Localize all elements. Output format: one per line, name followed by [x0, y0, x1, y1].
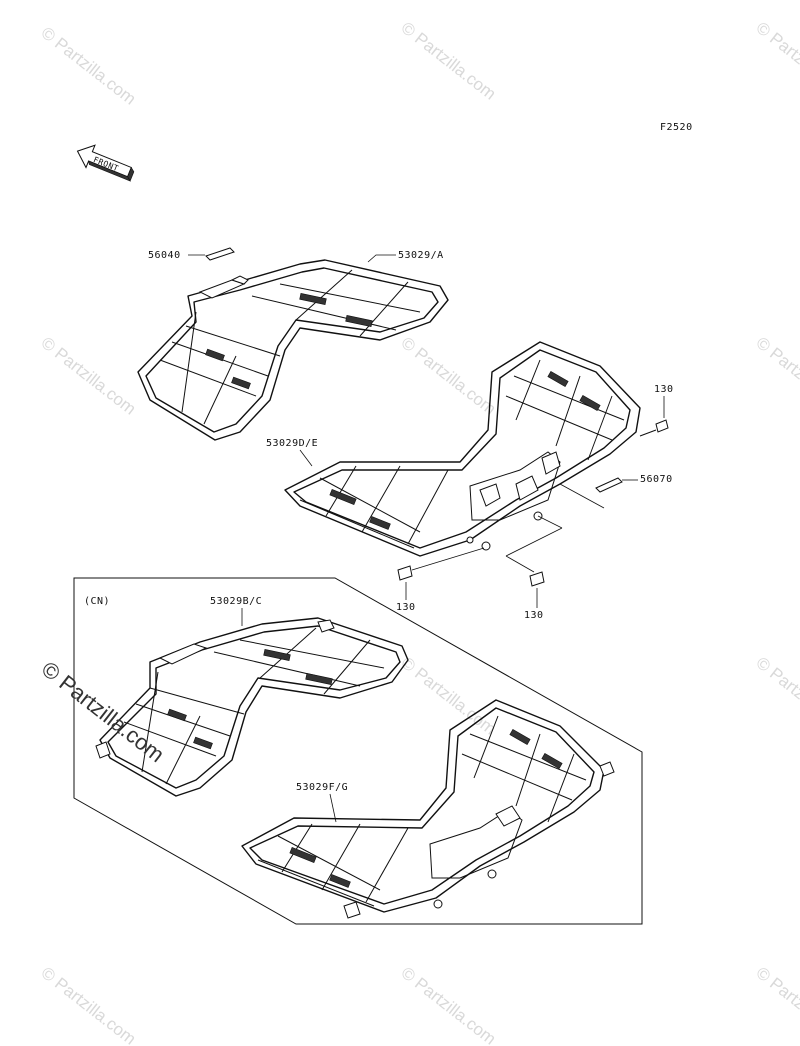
watermark: © Partzilla.com — [753, 963, 800, 1046]
reflector-56070-icon — [595, 477, 623, 493]
callout-56040: 56040 — [148, 250, 181, 261]
watermark: © Partzilla.com — [38, 333, 140, 419]
callout-53029fg: 53029F/G — [296, 782, 348, 793]
callout-130-left: 130 — [396, 602, 416, 613]
front-arrow-icon: FRONT — [76, 144, 135, 182]
watermark-layer: © Partzilla.com © Partzilla.com © Partzi… — [38, 18, 800, 1046]
watermark: © Partzilla.com — [398, 18, 500, 104]
callout-130-right: 130 — [654, 384, 674, 395]
callout-53029de: 53029D/E — [266, 438, 318, 449]
watermark: © Partzilla.com — [398, 653, 500, 739]
watermark: © Partzilla.com — [753, 653, 800, 739]
watermark: © Partzilla.com — [398, 333, 500, 419]
bolt-130-left-icon — [397, 565, 413, 581]
rear-rack-53029de — [284, 341, 641, 557]
watermark: © Partzilla.com — [753, 333, 800, 419]
callout-130-bottom: 130 — [524, 610, 544, 621]
reflector-56040-icon — [205, 247, 235, 261]
watermark: © Partzilla.com — [38, 963, 140, 1046]
bolt-130-right-icon — [639, 419, 669, 437]
diagram-code: F2520 — [660, 122, 693, 133]
watermark: © Partzilla.com — [398, 963, 500, 1046]
bolt-130-bottom-icon — [529, 571, 545, 587]
callout-56070: 56070 — [640, 474, 673, 485]
watermark: © Partzilla.com — [753, 18, 800, 104]
callout-53029a: 53029/A — [398, 250, 444, 261]
front-rack-53029bc — [95, 617, 409, 797]
front-rack-53029a — [137, 259, 449, 441]
variant-label: (CN) — [84, 596, 110, 607]
cn-variant-frame — [73, 577, 643, 925]
rear-rack-53029fg — [241, 699, 615, 919]
watermark: © Partzilla.com — [38, 23, 140, 109]
callout-53029bc: 53029B/C — [210, 596, 262, 607]
